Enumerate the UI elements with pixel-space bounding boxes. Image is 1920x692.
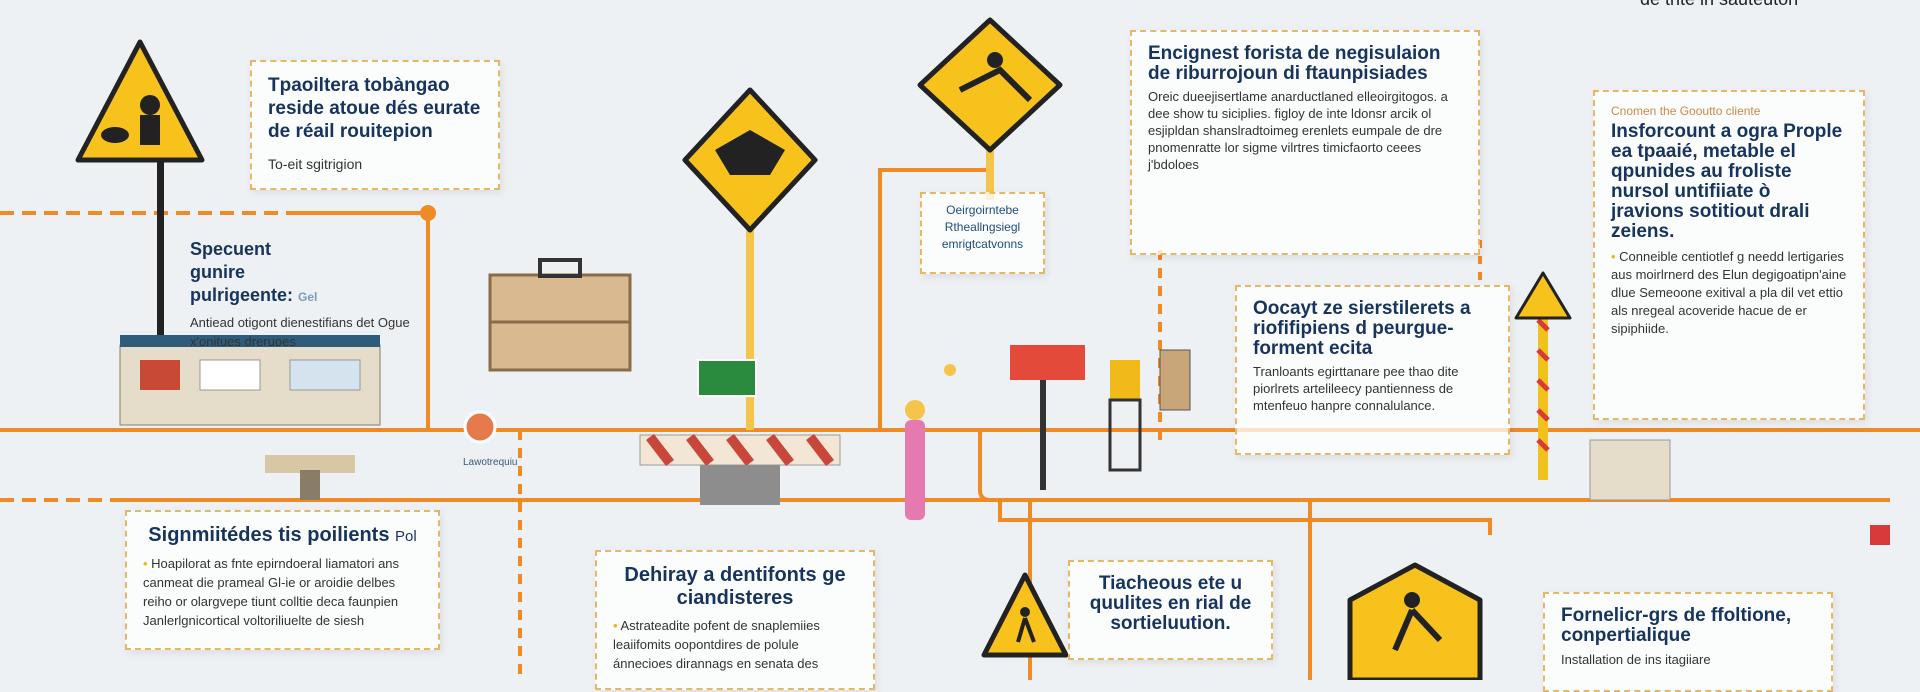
info-box-6: Encignest forista de negisulaion de ribu… <box>1130 30 1480 255</box>
info-box-text: Oreic dueejisertlame anarductlaned elleo… <box>1148 89 1448 172</box>
info-box-1: Tpaoiltera tobàngao reside atoue dés eur… <box>250 60 500 190</box>
info-box-title: Tiacheous ete u quulites en rial de sort… <box>1089 573 1252 634</box>
info-box-text: Tranloants egirttanare pee thao dite pio… <box>1253 364 1459 413</box>
info-box-title: Specuent gunire pulrigeente: <box>190 239 294 305</box>
info-box-tag: Pol <box>395 528 417 545</box>
info-box-text: Installation de ins itagiiare <box>1561 652 1711 667</box>
info-box-subtitle: To-eit sgitrigion <box>268 156 363 172</box>
info-box-text: Hoapilorat as fnte epirndoeral liamatori… <box>143 554 422 630</box>
hexagon-sign <box>1347 562 1483 680</box>
diamond-worker-sign <box>917 17 1063 153</box>
info-box-title: Dehiray a dentifonts ge ciandisteres <box>624 564 846 609</box>
info-box-4: Dehiray a dentifonts ge ciandisteres Ast… <box>595 550 875 690</box>
small-label: Lawotrequiu <box>463 457 518 468</box>
exit-sign <box>697 359 757 397</box>
info-box-title: Insforcount a ogra Prople ea tpaaié, met… <box>1611 121 1843 242</box>
info-box-10: Fornelicr-grs de ffoltione, conpertialiq… <box>1543 592 1833 692</box>
info-box-7: Oocayt ze sierstilerets a riofifipiens d… <box>1235 285 1510 455</box>
info-box-tag: Gel <box>298 290 318 304</box>
info-box-2: Specuent gunire pulrigeente: Gel Antiead… <box>190 238 420 351</box>
info-box-title: Encignest forista de negisulaion de ribu… <box>1148 43 1441 84</box>
info-box-text: Oeirgoirntebe Rtheallngsiegl emrigtcatvo… <box>941 203 1024 251</box>
info-box-text: Antiead otigont dienestifians det Ogue x… <box>190 315 410 349</box>
info-box-text: Astrateadite pofent de snaplemiies leaii… <box>613 616 857 673</box>
info-box-kicker: Cnomen the Gooutto cliente <box>1611 104 1761 118</box>
info-box-8: Tiacheous ete u quulites en rial de sort… <box>1068 560 1273 660</box>
info-box-3: Signmiitédes tis poilients Pol Hoapilora… <box>125 510 440 650</box>
info-box-title: Oocayt ze sierstilerets a riofifipiens d… <box>1253 298 1471 359</box>
info-box-text: Conneible centiotlef g needd lertigaries… <box>1611 248 1847 338</box>
corner-caption: de trite in sauteuton <box>1640 0 1798 11</box>
small-warning-sign <box>1514 271 1572 320</box>
info-box-title: Tpaoiltera tobàngao reside atoue dés eur… <box>268 75 481 142</box>
info-box-title: Signmiitédes tis poilients <box>148 524 390 546</box>
info-box-5: Oeirgoirntebe Rtheallngsiegl emrigtcatvo… <box>920 192 1045 274</box>
info-box-title: Fornelicr-grs de ffoltione, conpertialiq… <box>1561 605 1792 646</box>
info-box-9: Cnomen the Gooutto cliente Insforcount a… <box>1593 90 1865 420</box>
